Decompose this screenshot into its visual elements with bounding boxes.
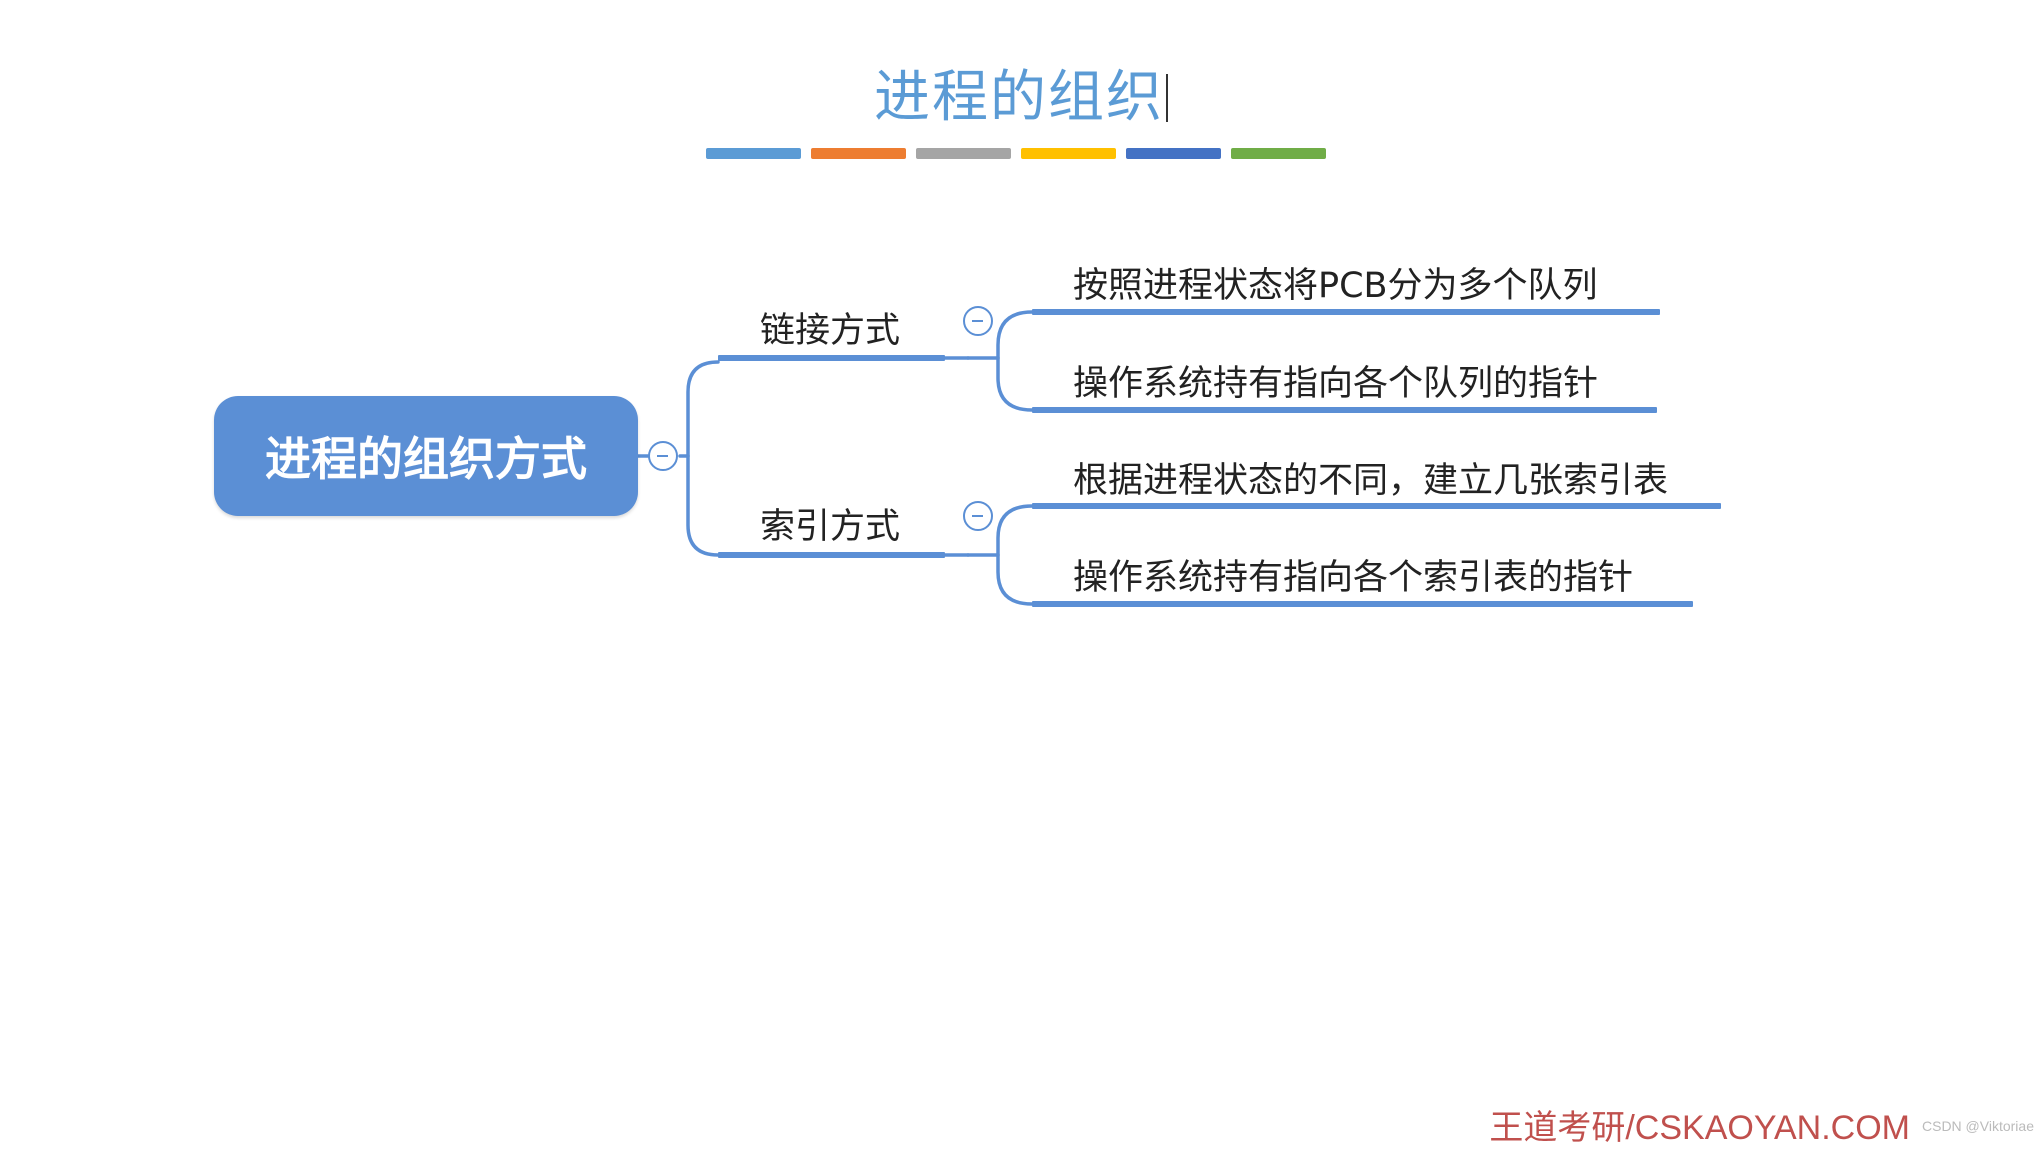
branch-label-indexed: 索引方式	[760, 507, 901, 547]
branch-underline-linked	[718, 355, 945, 361]
minus-circle-icon[interactable]	[648, 441, 678, 471]
branch-label-linked: 链接方式	[760, 311, 901, 351]
slide-title: 进程的组织	[0, 52, 2042, 133]
branch1-connector	[996, 310, 1034, 412]
slide-title-text: 进程的组织	[874, 65, 1164, 130]
color-bar-blue	[706, 148, 801, 159]
leaf-label-indexed-1: 根据进程状态的不同，建立几张索引表	[1073, 461, 1669, 501]
branch2-connector	[996, 504, 1034, 606]
leaf-underline-indexed-1	[1032, 503, 1721, 509]
root-node-label: 进程的组织方式	[265, 432, 587, 486]
footer-brand: 王道考研/CSKAOYAN.COM	[1489, 1109, 1910, 1147]
leaf-underline-linked-2	[1032, 407, 1657, 413]
color-bar-green	[1231, 148, 1326, 159]
minus-circle-icon[interactable]	[963, 306, 993, 336]
leaf-label-linked-1: 按照进程状态将PCB分为多个队列	[1073, 266, 1598, 306]
text-cursor	[1166, 74, 1168, 122]
watermark: CSDN @Viktoriae	[1922, 1118, 2034, 1134]
color-bar-orange	[811, 148, 906, 159]
color-bar-gray	[916, 148, 1011, 159]
leaf-underline-indexed-2	[1032, 601, 1693, 607]
color-bar-dark-blue	[1126, 148, 1221, 159]
root-connector	[686, 360, 720, 557]
leaf-label-linked-2: 操作系统持有指向各个队列的指针	[1073, 364, 1599, 404]
minus-circle-icon[interactable]	[963, 501, 993, 531]
branch-underline-indexed	[718, 552, 945, 558]
color-bar-yellow	[1021, 148, 1116, 159]
leaf-label-indexed-2: 操作系统持有指向各个索引表的指针	[1073, 558, 1634, 598]
mindmap-root-node[interactable]: 进程的组织方式	[214, 396, 638, 516]
leaf-underline-linked-1	[1032, 309, 1660, 315]
